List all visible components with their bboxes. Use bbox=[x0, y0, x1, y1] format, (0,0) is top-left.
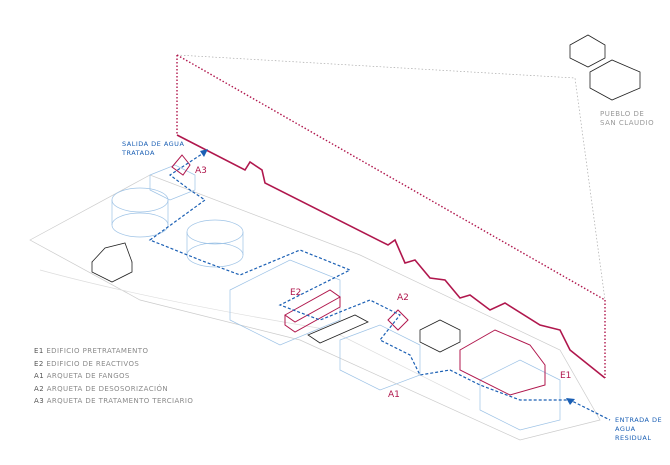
inlet-arrow-icon bbox=[566, 398, 575, 405]
legend-text: ARQUETA DE DESOSORIZACIÓN bbox=[46, 384, 168, 393]
tag-a3: A3 bbox=[195, 166, 207, 176]
legend-code: A1 bbox=[34, 372, 45, 380]
legend-item: A3 ARQUETA DE TRATAMENTO TERCIARIO bbox=[34, 397, 193, 410]
legend-item: A1 ARQUETA DE FANGOS bbox=[34, 372, 193, 385]
legend-item: E2 EDIFICIO DE REACTIVOS bbox=[34, 360, 193, 373]
legend-code: A3 bbox=[34, 397, 45, 405]
outlet-label-line: SALIDA DE AGUA bbox=[122, 140, 185, 148]
legend-text: ARQUETA DE FANGOS bbox=[46, 372, 130, 380]
tag-e2: E2 bbox=[290, 288, 302, 298]
legend-text: ARQUETA DE TRATAMENTO TERCIARIO bbox=[46, 397, 194, 405]
houses bbox=[91, 34, 641, 353]
inlet-label-line: ENTRADA DE bbox=[615, 416, 663, 424]
water-pipe bbox=[148, 151, 611, 421]
town-sightline bbox=[176, 54, 606, 379]
tag-a2: A2 bbox=[397, 293, 409, 303]
tag-a1: A1 bbox=[388, 390, 400, 400]
legend-item: A2 ARQUETA DE DESOSORIZACIÓN bbox=[34, 385, 193, 398]
outlet-label-line: TRATADA bbox=[122, 149, 155, 157]
town-label-line: PUEBLO DE bbox=[600, 110, 645, 118]
legend-item: E1 EDIFICIO PRETRATAMENTO bbox=[34, 347, 193, 360]
legend-code: E2 bbox=[34, 359, 44, 368]
legend-text: EDIFICIO DE REACTIVOS bbox=[46, 359, 140, 368]
legend-text: EDIFICIO PRETRATAMENTO bbox=[46, 347, 149, 355]
inlet-label-line: AGUA RESIDUAL bbox=[615, 425, 652, 442]
town-label-line: SAN CLAUDIO bbox=[600, 119, 655, 127]
tag-e1: E1 bbox=[560, 371, 572, 381]
road bbox=[39, 269, 471, 401]
outlet-arrow-icon bbox=[200, 149, 208, 157]
legend-code: E1 bbox=[34, 347, 44, 355]
legend-code: A2 bbox=[34, 384, 45, 393]
site-outline bbox=[29, 174, 601, 441]
red-buildings bbox=[171, 154, 546, 396]
legend: E1 EDIFICIO PRETRATAMENTO E2 EDIFICIO DE… bbox=[34, 347, 193, 410]
